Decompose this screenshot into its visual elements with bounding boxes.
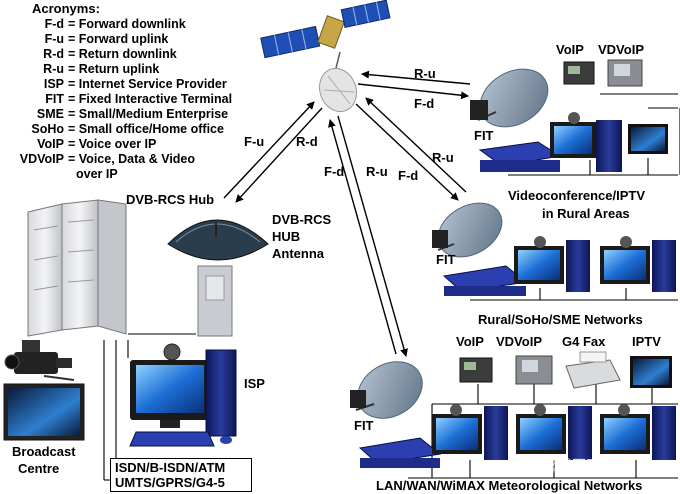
acronym-text: = Fixed Interactive Terminal [68, 92, 233, 106]
link-arrows [223, 70, 471, 357]
bottom-site-equipment [350, 351, 676, 468]
link-label-mid-ru: R-u [366, 164, 388, 179]
link-label-mid-fd: F-d [324, 164, 345, 179]
bottom-vdvoip-label: VDVoIP [496, 334, 542, 349]
hub-antenna-label-line3: Antenna [272, 246, 324, 261]
cable-lines [103, 93, 680, 481]
networks-box-line1: ISDN/B-ISDN/ATM [115, 460, 226, 475]
acronym-text: = Small office/Home office [68, 122, 224, 136]
middle-fit-label: FIT [436, 252, 456, 267]
acronym-text: = Small/Medium Enterprise [68, 107, 229, 121]
acronyms-title: Acronyms: [32, 1, 100, 16]
acronym-abbr: FIT [45, 92, 64, 106]
acronym-continuation-text: over IP [76, 167, 118, 181]
hub-server-racks [27, 199, 127, 337]
bottom-fax-label: G4 Fax [562, 334, 606, 349]
acronym-abbr: F-d [44, 17, 64, 31]
satellite-body [317, 15, 345, 49]
acronym-text: = Return downlink [68, 47, 177, 61]
acronym-abbr: SoHo [31, 122, 64, 136]
link-label-top-ru: R-u [414, 66, 436, 81]
link-label-hub-rd: R-d [296, 134, 318, 149]
acronym-text: = Internet Service Provider [68, 77, 227, 91]
top-caption-line2: in Rural Areas [542, 206, 630, 221]
satellite [260, 0, 391, 113]
middle-caption: Rural/SoHo/SME Networks [478, 312, 643, 327]
watermark: 知乎 @我不到啊 [512, 457, 615, 473]
isp-label: ISP [244, 376, 265, 391]
acronym-abbr: F-u [44, 32, 64, 46]
acronym-text: = Voice over IP [68, 137, 157, 151]
top-vdvoip-label: VDVoIP [598, 42, 644, 57]
middle-site-equipment [432, 202, 676, 296]
link-label-hub-fu: F-u [244, 134, 265, 149]
acronym-text: = Voice, Data & Video [68, 152, 196, 166]
broadcast-tv [3, 383, 85, 441]
acronym-text: = Return uplink [68, 62, 160, 76]
bottom-caption: LAN/WAN/WiMAX Meteorological Networks [376, 478, 643, 493]
top-fit-label: FIT [474, 128, 494, 143]
isp-workstation [129, 343, 237, 447]
satellite-panel-left [260, 25, 321, 59]
networks-box-line2: UMTS/GPRS/G4-5 [115, 475, 225, 490]
broadcast-label-line2: Centre [18, 461, 60, 476]
acronym-abbr: R-d [43, 47, 64, 61]
acronym-abbr: R-u [43, 62, 64, 76]
broadcast-label-line1: Broadcast [12, 444, 76, 459]
acronym-abbr: ISP [43, 77, 64, 91]
networks-box: ISDN/B-ISDN/ATM UMTS/GPRS/G4-5 [110, 458, 252, 492]
link-label-top-fd: F-d [414, 96, 435, 111]
hub-antenna [167, 219, 269, 337]
bottom-iptv-label: IPTV [632, 334, 661, 349]
top-caption-line1: Videoconference/IPTV [508, 188, 646, 203]
top-voip-label: VoIP [556, 42, 584, 57]
satellite-panel-right [340, 0, 391, 28]
acronym-abbr: VDVoIP [19, 152, 64, 166]
acronym-abbr: SME [36, 107, 64, 121]
acronym-text: = Forward downlink [68, 17, 186, 31]
bottom-voip-label: VoIP [456, 334, 484, 349]
hub-antenna-label-line2: HUB [272, 229, 301, 244]
top-site-equipment [470, 59, 668, 172]
broadcast-camera [4, 340, 75, 381]
hub-label: DVB-RCS Hub [126, 192, 215, 207]
bottom-fit-label: FIT [354, 418, 374, 433]
link-label-rural-ru: R-u [432, 150, 454, 165]
acronym-abbr: VoIP [37, 137, 64, 151]
link-label-rural-fd: F-d [398, 168, 419, 183]
hub-antenna-label-line1: DVB-RCS [272, 212, 332, 227]
acronym-text: = Forward uplink [68, 32, 169, 46]
